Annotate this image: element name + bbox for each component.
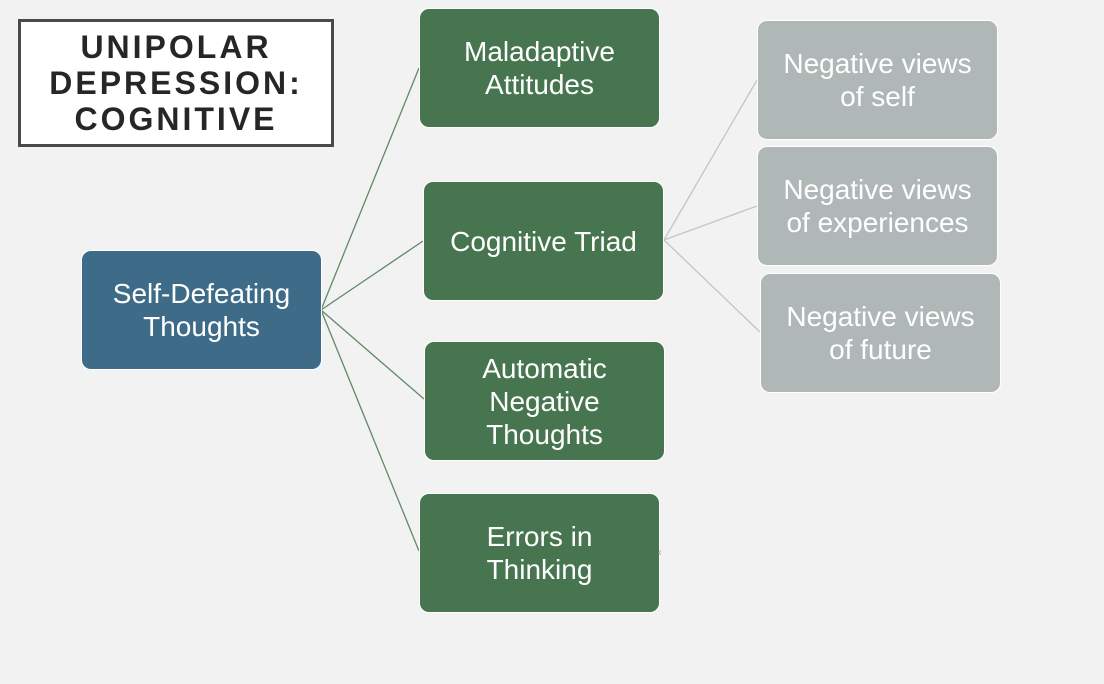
node-self-defeating-thoughts: Self-Defeating Thoughts — [81, 250, 322, 370]
stray-caret-mark: ‹ — [658, 545, 662, 559]
node-negative-views-of-self: Negative views of self — [757, 20, 998, 140]
node-errors-in-thinking: Errors in Thinking — [419, 493, 660, 613]
node-maladaptive-attitudes: Maladaptive Attitudes — [419, 8, 660, 128]
connector-root-to-maladaptive-attitudes — [320, 67, 420, 311]
connector-triad-to-views-of-self — [663, 79, 758, 241]
node-cognitive-triad: Cognitive Triad — [423, 181, 664, 301]
connector-root-to-cognitive-triad — [320, 240, 424, 311]
connector-triad-to-views-of-experiences — [663, 205, 758, 241]
title-box: UNIPOLAR DEPRESSION: COGNITIVE — [18, 19, 334, 147]
node-automatic-negative-thoughts: Automatic Negative Thoughts — [424, 341, 665, 461]
connector-triad-to-views-of-future — [663, 239, 761, 333]
node-negative-views-of-experiences: Negative views of experiences — [757, 146, 998, 266]
connector-root-to-automatic-negative-thoughts — [320, 309, 425, 400]
connector-root-to-errors-in-thinking — [320, 309, 420, 552]
node-negative-views-of-future: Negative views of future — [760, 273, 1001, 393]
slide-title: UNIPOLAR DEPRESSION: COGNITIVE — [49, 29, 303, 137]
